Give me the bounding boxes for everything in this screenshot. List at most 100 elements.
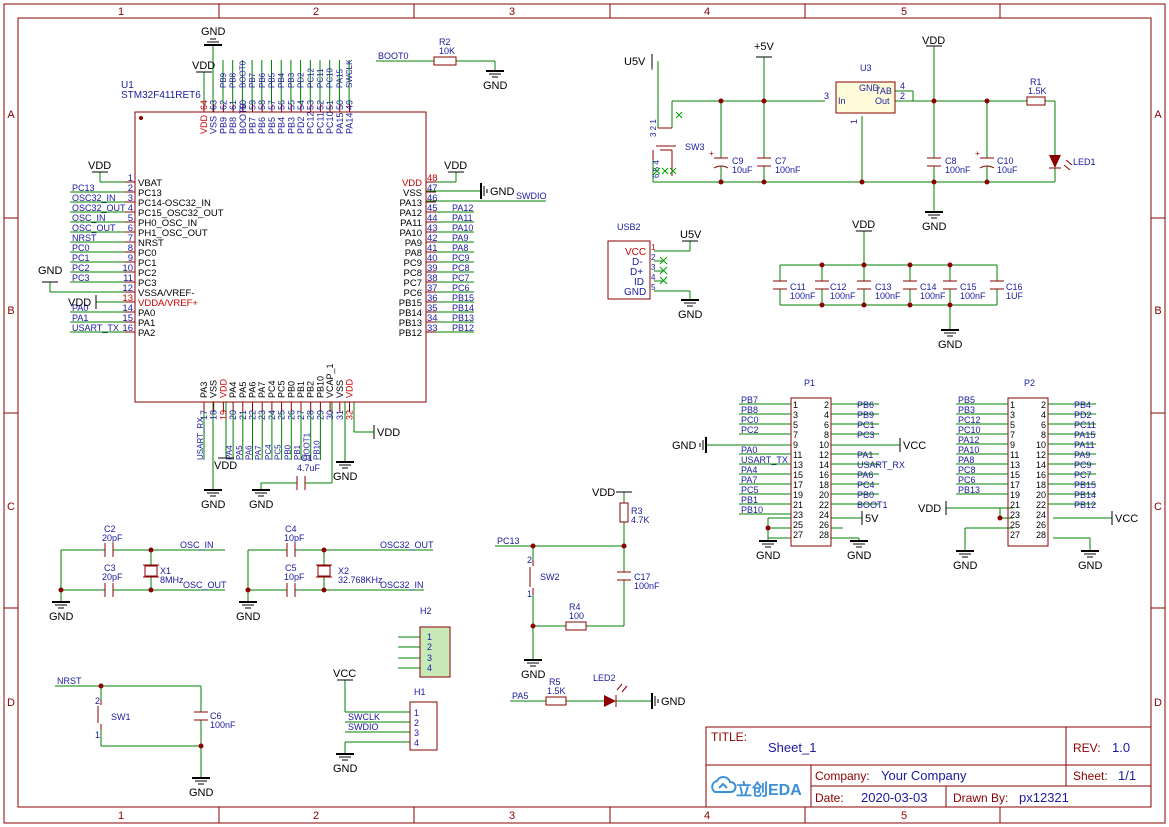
mcu-bottom-net-label: PB1 xyxy=(293,444,302,460)
mcu-bottom-pin-num: 30 xyxy=(325,410,335,420)
gnd-icon-p2-left: GND xyxy=(953,550,978,572)
mcu-bottom-net-label: USART_RX xyxy=(196,417,205,460)
svg-text:2: 2 xyxy=(427,642,432,652)
rev-value: 1.0 xyxy=(1112,740,1130,755)
mcu-top-pin-num: 50 xyxy=(335,100,345,110)
c10-value: 10uF xyxy=(997,165,1018,175)
mcu-right-pin-name: PB12 xyxy=(399,328,422,339)
header-pin-num-left: 11 xyxy=(1010,450,1019,460)
gnd-icon-led2: GND xyxy=(651,693,686,709)
power-label: VDD xyxy=(852,219,875,231)
header-right-net-label: PD2 xyxy=(1074,410,1092,420)
mcu-right-net-label: PA9 xyxy=(452,233,468,243)
mcu-u1[interactable]: U1 STM32F411RET6 VBAT1PC132PC13PC14-OSC3… xyxy=(70,59,474,460)
u3-pin2: 2 xyxy=(900,91,905,101)
header-h1[interactable]: H1 1 2 3 4 xyxy=(409,687,438,751)
c15-value: 100nF xyxy=(960,291,986,301)
p2-ref: P2 xyxy=(1024,378,1035,388)
header-pin-num-right: 12 xyxy=(819,450,829,460)
c1-ref: C1 xyxy=(301,453,313,463)
mcu-top-pin-name: PC10 xyxy=(325,111,335,134)
gnd-icon-p1: GND xyxy=(672,437,707,453)
header-pin-num-left: 25 xyxy=(1010,520,1020,530)
header-pin-num-right: 6 xyxy=(1041,420,1046,430)
led1: LED1 xyxy=(1049,155,1096,171)
mcu-bottom-pin-name: PA5 xyxy=(238,382,248,398)
header-pin-num-left: 27 xyxy=(793,530,803,540)
mcu-top-net-label: PA15 xyxy=(335,68,344,88)
date-label: Date: xyxy=(815,791,844,805)
mcu-left-net-label: PA1 xyxy=(72,313,88,323)
header-right-net-label: PC3 xyxy=(857,430,875,440)
mcu-left-pin-name: VBAT xyxy=(138,178,162,189)
power-label: VDD xyxy=(922,35,945,47)
mcu-bottom-pin-name: PA7 xyxy=(257,382,267,398)
power-label: GND xyxy=(38,265,63,277)
gnd-label: GND xyxy=(847,550,872,562)
gnd-icon-sw2: GND xyxy=(521,659,546,681)
row-marker-left-d: D xyxy=(7,697,15,709)
mcu-left-pin-num: 9 xyxy=(128,253,133,264)
mcu-bottom-pin-name: PB0 xyxy=(286,381,296,398)
usb2-ref: USB2 xyxy=(617,222,641,232)
switch-sw3[interactable]: SW3 3 2 1 6 5 4 xyxy=(649,111,705,178)
mcu-top-net-label: PB6 xyxy=(258,72,267,88)
usb2-pin-gnd: GND xyxy=(624,287,646,298)
header-right-net-label: PB15 xyxy=(1074,480,1096,490)
switch-sw1[interactable]: SW1 2 1 xyxy=(95,696,131,740)
c10-plus: + xyxy=(975,149,980,158)
header-left-net-label: PB5 xyxy=(958,395,975,405)
gnd-label: GND xyxy=(201,499,226,511)
mcu-left-net-label: PC2 xyxy=(72,263,90,273)
usb-connector-usb2[interactable]: USB2 VCC D- D+ ID GND 1 2 3 4 5 xyxy=(607,222,668,300)
header-pin-num-right: 14 xyxy=(819,460,829,470)
mcu-right-pin-num: 36 xyxy=(427,293,438,304)
junction-dots xyxy=(58,98,1003,749)
drawn-by-label: Drawn By: xyxy=(953,791,1008,805)
resistor-r4 xyxy=(565,621,587,631)
mcu-right-net-label: PB13 xyxy=(452,313,474,323)
mcu-right-pin-name: PA10 xyxy=(399,228,422,239)
gnd-label: GND xyxy=(672,440,697,452)
header-pin-num-left: 17 xyxy=(793,480,803,490)
sw3-no-connect-marks xyxy=(653,111,683,175)
svg-text:2: 2 xyxy=(414,718,419,728)
header-pin-num-right: 26 xyxy=(819,520,829,530)
mcu-left-pin-name: PA1 xyxy=(138,318,155,329)
mcu-bottom-net-label: BOOT1 xyxy=(303,432,312,460)
r1-value: 1.5K xyxy=(1028,86,1047,96)
header-pin-num-left: 19 xyxy=(1010,490,1020,500)
header-h2[interactable]: H2 1 2 3 4 xyxy=(419,606,451,678)
swdio-h1-net-label: SWDIO xyxy=(348,722,379,732)
led2: LED2 xyxy=(593,673,628,707)
mcu-left-pin-num: 15 xyxy=(122,313,133,324)
header-pin-num-right: 10 xyxy=(1036,440,1046,450)
mcu-left-net-label: PC0 xyxy=(72,243,90,253)
mcu-bottom-pin-num: 18 xyxy=(209,410,219,420)
mcu-top-pin-name: PC11 xyxy=(315,112,325,134)
switch-sw2[interactable]: SW2 2 1 xyxy=(527,555,560,599)
gnd-label: GND xyxy=(678,309,703,321)
c6-ref: C6 xyxy=(210,711,222,721)
sheet-label: Sheet: xyxy=(1073,769,1108,783)
header-pin-num-right: 26 xyxy=(1036,520,1046,530)
gnd-icon-decoupling: GND xyxy=(938,329,963,351)
company-label: Company: xyxy=(815,769,870,783)
power-label: VDD xyxy=(88,160,111,172)
c12-value: 100nF xyxy=(830,291,856,301)
power-label: U5V xyxy=(624,56,646,68)
mcu-bottom-pin-name: VSS xyxy=(209,380,219,398)
svg-text:3: 3 xyxy=(414,728,419,738)
u3-pin3: 3 xyxy=(824,91,829,101)
mcu-left-pin-name: PC3 xyxy=(138,278,156,289)
c4-value: 10pF xyxy=(284,533,305,543)
mcu-bottom-pin-name: PA4 xyxy=(228,382,238,398)
mcu-bottom-net-label: PA5 xyxy=(235,445,244,460)
row-marker-left-c: C xyxy=(7,501,15,513)
sw2-pin2: 2 xyxy=(527,555,532,565)
vdd-icon-regulator-out: VDD xyxy=(922,35,945,47)
u3-ref: U3 xyxy=(860,63,872,73)
power-label: VCC xyxy=(903,440,926,452)
